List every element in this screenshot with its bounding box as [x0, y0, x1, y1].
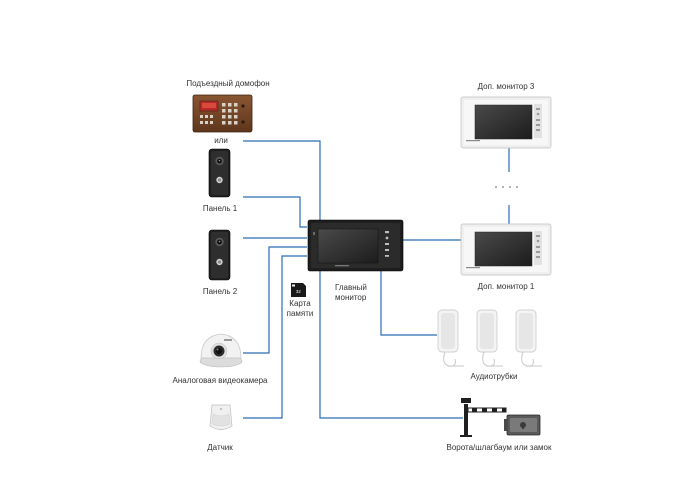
- label-panel-1: Панель 1: [202, 204, 238, 213]
- label-gate-lock: Ворота/шлагбаум или замок: [446, 443, 552, 452]
- label-or: или: [214, 136, 228, 145]
- memory-card-capacity: 32: [296, 289, 301, 294]
- label-analog-camera: Аналоговая видеокамера: [172, 376, 268, 385]
- wire-panel-1: [243, 196, 307, 228]
- label-extra-monitor-1: Доп. монитор 1: [477, 282, 535, 291]
- sensor-device: [209, 404, 233, 430]
- label-main-monitor: Главный монитор: [335, 283, 367, 302]
- electric-lock-icon: [504, 414, 541, 436]
- analog-camera-device: [199, 333, 243, 368]
- barrier-gate-icon: [460, 398, 507, 437]
- wires: [243, 140, 510, 419]
- handset-1: [437, 309, 464, 367]
- wire-sensor: [243, 255, 307, 419]
- label-handsets: Аудиотрубки: [470, 372, 518, 381]
- label-extra-monitor-3: Доп. монитор 3: [477, 82, 535, 91]
- extra-monitor-3-device: [460, 96, 552, 149]
- panel-2-device: [208, 229, 231, 281]
- label-sensor: Датчик: [207, 443, 233, 452]
- continuation-dots: [495, 186, 518, 188]
- label-entrance-intercom: Подъездный домофон: [186, 79, 270, 88]
- handset-2: [476, 309, 503, 367]
- handsets-device: [437, 309, 542, 367]
- extra-monitor-1-device: [460, 223, 552, 276]
- label-memory-card: Карта памяти: [286, 299, 314, 318]
- memory-card-icon: 32: [291, 283, 306, 297]
- wire-entrance-intercom: [243, 140, 321, 222]
- wire-handsets: [380, 270, 437, 336]
- panel-1-device: [208, 148, 231, 198]
- label-panel-2: Панель 2: [202, 287, 238, 296]
- handset-3: [515, 309, 542, 367]
- wire-gate-lock: [319, 270, 463, 419]
- wire-analog-camera: [243, 246, 307, 354]
- main-monitor-device: [307, 219, 404, 272]
- entrance-intercom-device: [192, 94, 253, 133]
